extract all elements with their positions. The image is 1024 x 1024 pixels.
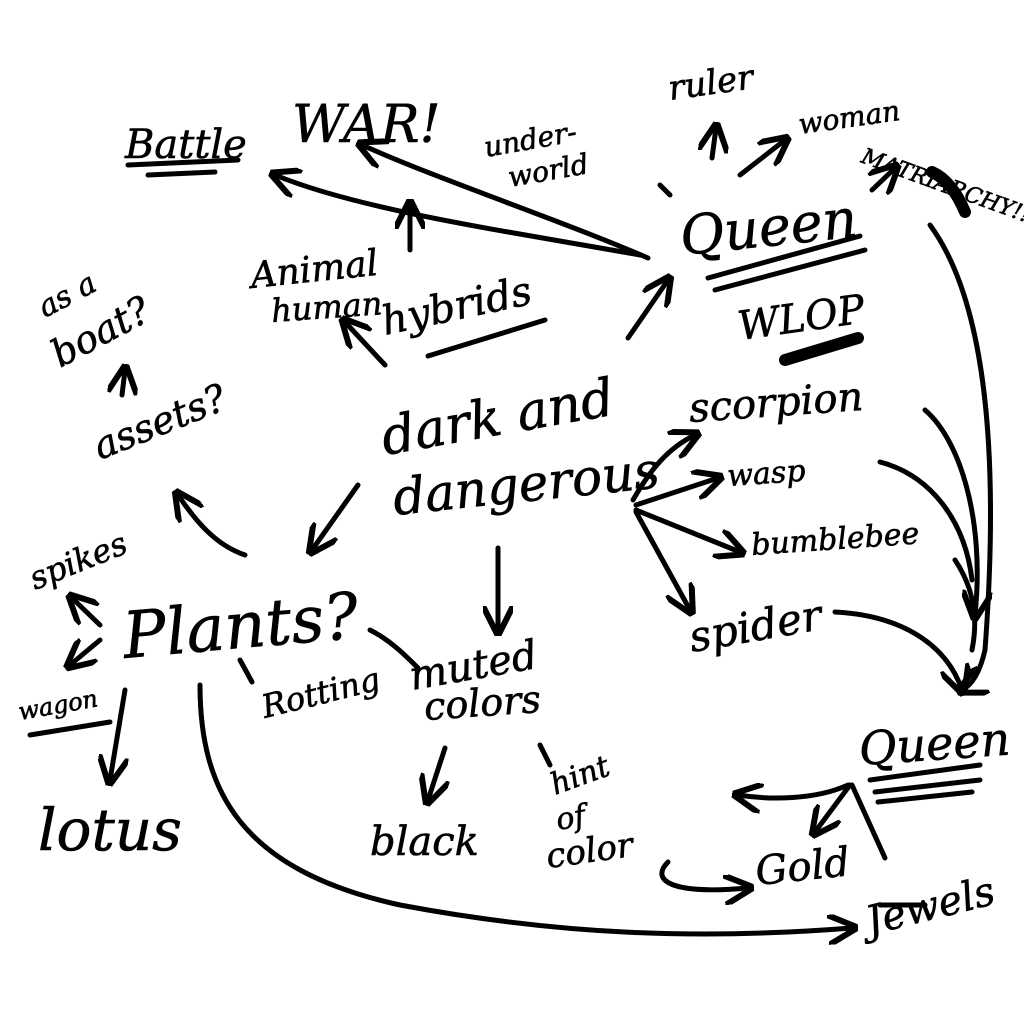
underline-queen-top-2 — [712, 247, 868, 293]
underline-wagon — [27, 719, 113, 738]
word-spider: spider — [685, 590, 828, 662]
word-spikes: spikes — [24, 524, 133, 597]
word-lotus: lotus — [38, 796, 182, 864]
word-queen-top: Queen — [677, 187, 860, 268]
word-ruler: ruler — [666, 57, 758, 109]
arrow-center-to-queen — [625, 280, 668, 341]
arrow-muted-to-hint — [537, 742, 553, 768]
word-rotting: Rotting — [257, 660, 384, 726]
word-hybrids: hybrids — [378, 268, 536, 345]
arrow-muted-to-black — [428, 745, 445, 800]
arrow-queen-to-ruler — [712, 128, 716, 161]
arrow-plants-to-rotting — [237, 657, 255, 685]
word-woman: woman — [796, 94, 902, 141]
word-gold: Gold — [753, 839, 852, 895]
arrow-wasp-to-queen — [877, 459, 975, 583]
arrow-wagon-to-lotus — [110, 687, 125, 780]
word-wasp: wasp — [726, 454, 806, 494]
arrow-bumblebee-to-queen — [952, 557, 978, 653]
word-bumblebee: bumblebee — [750, 516, 920, 563]
arrow-plants-to-wagon — [70, 637, 103, 665]
arrow-hint-to-gold — [659, 859, 748, 890]
underline-queen-bottom-2 — [872, 777, 983, 795]
arrow-queen-to-battle — [275, 175, 643, 258]
word-queen-bottom: Queen — [857, 712, 1012, 776]
arrow-center-to-scorpion — [630, 435, 695, 503]
arrow-plants-to-jewels — [197, 682, 852, 934]
word-hint: hint — [546, 749, 616, 803]
word-black: black — [370, 819, 479, 865]
underline-queen-top — [705, 233, 863, 281]
arrow-plants-to-spikes — [72, 598, 103, 628]
arrow-queen-to-jewels — [849, 782, 888, 861]
arrow-scorpion-to-queen — [922, 407, 977, 615]
underline-queen-bottom-3 — [875, 789, 975, 805]
word-war: WAR! — [292, 95, 440, 155]
arrow-rotting-to-muted — [367, 627, 421, 671]
underline-battle-2 — [145, 169, 218, 178]
arrow-queen-to-war — [362, 145, 651, 261]
arrow-queen-to-underworld — [657, 182, 673, 198]
arrow-center-to-hybrids — [345, 322, 388, 368]
arrow-queen-bottom-split — [738, 785, 851, 798]
underline-hybrids — [425, 317, 548, 359]
arrow-center-to-wasp — [633, 478, 718, 508]
word-wagon: wagon — [16, 684, 100, 725]
word-human: human — [270, 284, 384, 330]
arrow-center-to-spider — [633, 509, 690, 610]
matriarchy-scribble — [926, 166, 971, 218]
word-scorpion: scorpion — [687, 374, 864, 432]
word-jewels: Jewels — [854, 868, 999, 946]
arrow-center-to-plants — [312, 482, 361, 550]
word-matriarchy: MATRIARCHY!! — [857, 144, 1024, 229]
arrow-plants-to-assets — [178, 495, 248, 558]
arrow-spider-to-queen — [832, 609, 962, 690]
word-battle: Battle — [124, 122, 247, 168]
word-colors: colors — [423, 677, 543, 729]
underline-queen-bottom — [867, 762, 983, 783]
underline-wlop — [779, 332, 864, 366]
arrow-center-to-bumblebee — [633, 507, 740, 552]
arrow-queen-to-woman — [737, 140, 785, 178]
arrow-matriarchy-to-queen — [927, 222, 993, 690]
arrow-queen-to-gold — [815, 782, 853, 832]
arrow-assets-to-boat — [122, 370, 125, 398]
arrow-queen-to-matriarchy — [872, 168, 895, 190]
underline-battle — [125, 157, 241, 168]
word-assets: assets? — [87, 375, 233, 468]
